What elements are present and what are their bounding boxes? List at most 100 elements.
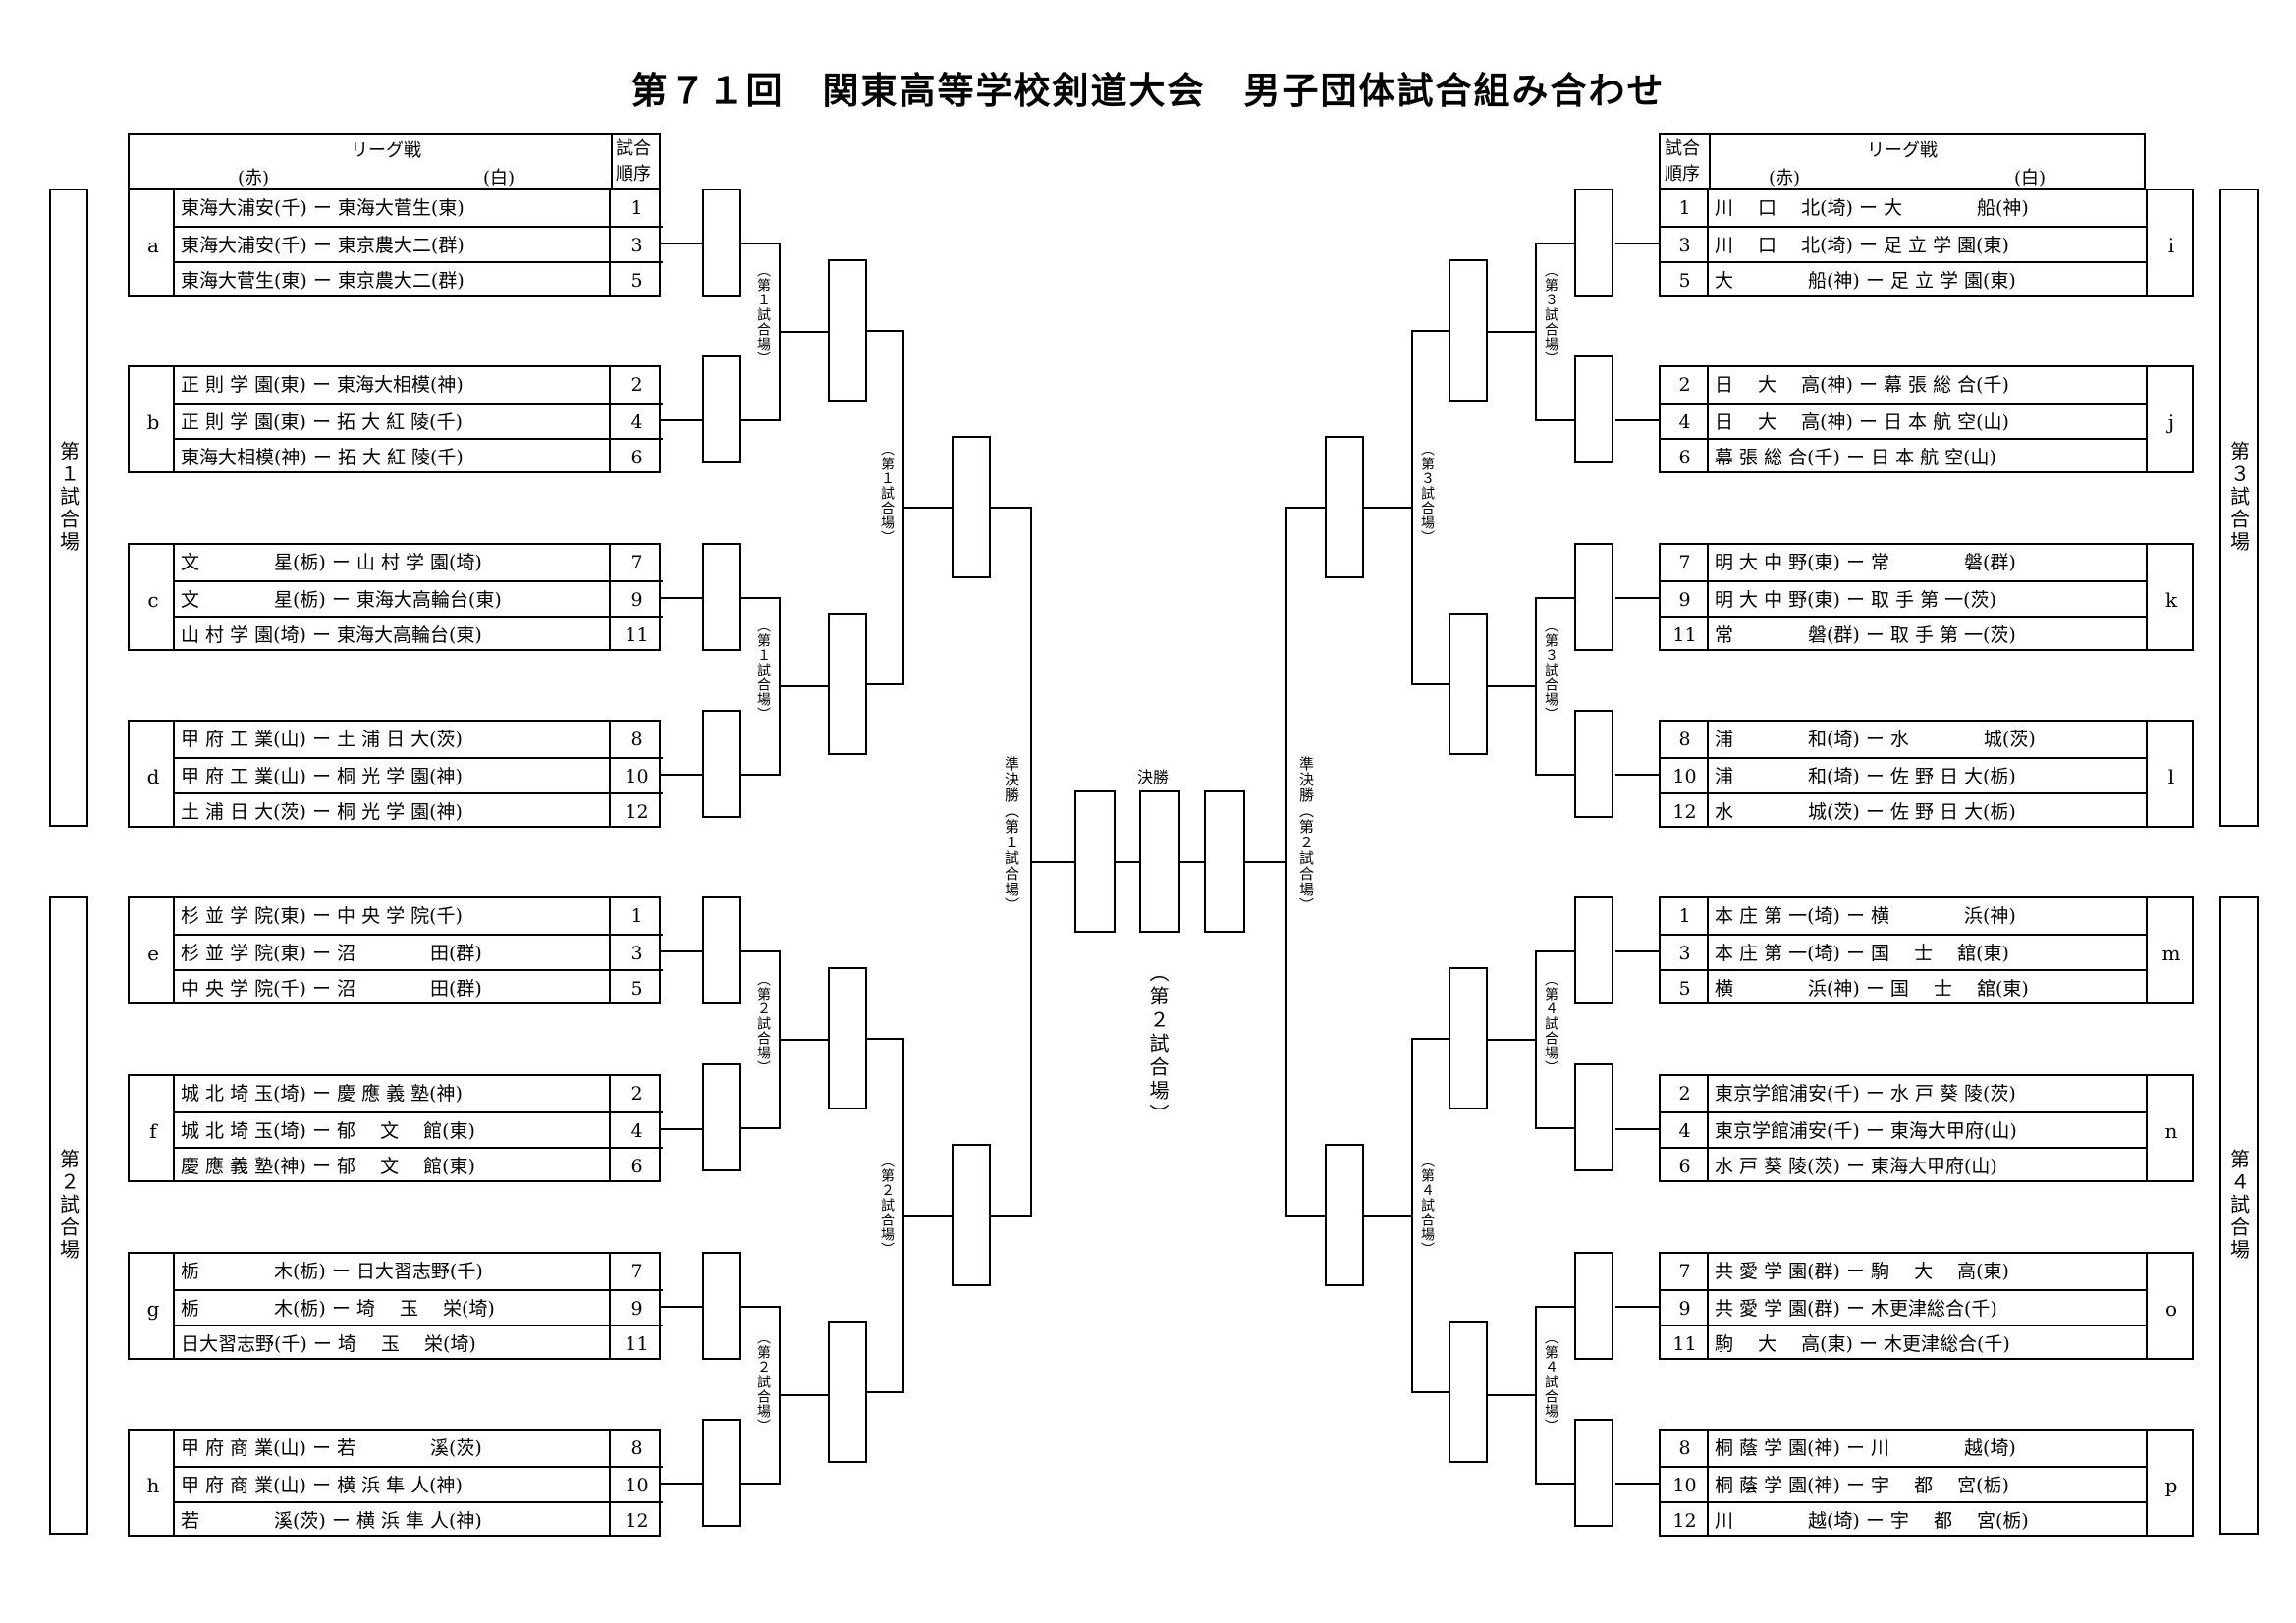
match-teams: 城 北 埼 玉(埼) ー 郁 文 館(東) — [181, 1120, 475, 1142]
group-letter: k — [2164, 588, 2178, 612]
match-teams: 桐 蔭 学 園(神) ー 川 越(埼) — [1715, 1437, 2016, 1459]
match-row: 甲 府 商 業(山) ー 若 溪(茨) — [175, 1431, 609, 1466]
label-c4-c: （第４試合場） — [1543, 1330, 1558, 1434]
group-letter: i — [2167, 234, 2175, 257]
r2-box-right — [1449, 1321, 1488, 1463]
match-order: 7 — [1678, 1261, 1691, 1282]
bracket-line — [1116, 861, 1139, 863]
bracket-line — [1615, 1483, 1659, 1485]
match-order: 1 — [630, 197, 643, 219]
match-order: 2 — [1678, 374, 1691, 396]
bracket-line — [1535, 419, 1574, 421]
match-teams: 山 村 学 園(埼) ー 東海大高輪台(東) — [181, 624, 482, 646]
match-order: 12 — [611, 792, 663, 830]
r1-box-left — [702, 1419, 741, 1527]
match-teams: 浦 和(埼) ー 水 城(茨) — [1715, 729, 2036, 750]
match-order: 3 — [611, 226, 663, 263]
r2-box-left — [828, 1321, 867, 1463]
match-row: 城 北 埼 玉(埼) ー 郁 文 館(東) — [175, 1111, 609, 1149]
bracket-line — [661, 597, 702, 599]
match-order: 10 — [611, 757, 663, 794]
bracket-line — [1535, 774, 1574, 776]
group-letter: j — [2167, 410, 2175, 434]
r1-box-right — [1574, 896, 1613, 1004]
match-row: 東海大菅生(東) ー 東京農大二(群) — [175, 261, 609, 298]
bracket-line — [661, 1128, 702, 1130]
bracket-line — [661, 243, 702, 244]
match-order: 12 — [1661, 1501, 1709, 1539]
bracket-line — [741, 774, 781, 776]
match-teams: 文 星(栃) ー 東海大高輪台(東) — [181, 589, 502, 611]
match-order: 4 — [1661, 1111, 1709, 1149]
match-order: 1 — [1678, 905, 1691, 927]
match-row: 杉 並 学 院(東) ー 中 央 学 院(千) — [175, 898, 609, 934]
group-letter: e — [147, 942, 159, 965]
bracket-line — [867, 1038, 904, 1040]
bracket-line — [1411, 330, 1449, 332]
r3-box-right — [1325, 1144, 1364, 1286]
match-row: 東海大浦安(千) ー 東京農大二(群) — [175, 226, 609, 263]
match-teams: 本 庄 第 一(埼) ー 横 浜(神) — [1715, 905, 2016, 927]
bracket-line — [1535, 1127, 1574, 1129]
match-row: 土 浦 日 大(茨) ー 桐 光 学 園(神) — [175, 792, 609, 830]
group-letter: f — [149, 1119, 157, 1143]
match-row: 文 星(栃) ー 東海大高輪台(東) — [175, 580, 609, 618]
match-order: 8 — [1678, 729, 1691, 750]
bracket-line — [779, 1039, 828, 1041]
match-order: 9 — [1661, 1289, 1709, 1326]
match-row: 栃 木(栃) ー 埼 玉 栄(埼) — [175, 1289, 609, 1326]
match-order: 6 — [611, 1147, 663, 1184]
match-teams: 栃 木(栃) ー 日大習志野(千) — [181, 1261, 483, 1282]
bracket-line — [1535, 597, 1574, 599]
bracket-line — [1488, 1039, 1537, 1041]
bracket-line — [741, 419, 781, 421]
match-row: 栃 木(栃) ー 日大習志野(千) — [175, 1254, 609, 1289]
match-row: 明 大 中 野(東) ー 取 手 第 一(茨) — [1709, 580, 2146, 618]
label-c4-b: （第４試合場） — [1419, 1154, 1435, 1257]
match-row: 城 北 埼 玉(埼) ー 慶 應 義 塾(神) — [175, 1076, 609, 1111]
bracket-line — [779, 331, 828, 333]
match-order: 10 — [1661, 757, 1709, 794]
bracket-line — [661, 774, 702, 776]
match-teams: 杉 並 学 院(東) ー 中 央 学 院(千) — [181, 905, 463, 927]
match-row: 川 口 北(埼) ー 大 船(神) — [1709, 190, 2146, 226]
bracket-line — [1535, 1306, 1574, 1308]
r3-box-left — [952, 436, 991, 578]
match-teams: 甲 府 商 業(山) ー 若 溪(茨) — [181, 1437, 482, 1459]
match-row: 日 大 高(神) ー 幕 張 総 合(千) — [1709, 367, 2146, 403]
match-row: 甲 府 商 業(山) ー 横 浜 隼 人(神) — [175, 1466, 609, 1503]
match-teams: 日大習志野(千) ー 埼 玉 栄(埼) — [181, 1333, 476, 1355]
match-teams: 東海大菅生(東) ー 東京農大二(群) — [181, 270, 465, 292]
match-row: 大 船(神) ー 足 立 学 園(東) — [1709, 261, 2146, 298]
bracket-line — [902, 1215, 952, 1217]
label-semi-right: 準決勝（第２試合場） — [1297, 756, 1315, 913]
match-order: 4 — [611, 403, 663, 440]
match-teams: 正 則 学 園(東) ー 東海大相模(神) — [181, 374, 464, 396]
bracket-line — [1535, 950, 1574, 952]
match-order: 2 — [1678, 1083, 1691, 1105]
bracket-line — [779, 1394, 828, 1396]
match-row: 桐 蔭 学 園(神) ー 宇 都 宮(栃) — [1709, 1466, 2146, 1503]
bracket-line — [1030, 861, 1074, 863]
group-letter: l — [2167, 765, 2175, 788]
match-order: 9 — [611, 580, 663, 618]
bracket-line — [991, 1215, 1032, 1217]
right-header: 試合 順序 リーグ戦 (赤) (白) — [1659, 133, 2146, 189]
r1-box-right — [1574, 355, 1613, 463]
r2-box-left — [828, 613, 867, 755]
match-teams: 甲 府 工 業(山) ー 桐 光 学 園(神) — [181, 766, 463, 787]
bracket-line — [1535, 1483, 1574, 1485]
label-final-court: （第２試合場） — [1146, 962, 1170, 1127]
right-header-red: (赤) — [1769, 168, 1801, 189]
match-order: 10 — [1661, 1466, 1709, 1503]
bracket-line — [661, 1483, 702, 1485]
match-order: 7 — [1678, 552, 1691, 573]
bracket-line — [1285, 507, 1327, 509]
bracket-line — [867, 1391, 904, 1393]
